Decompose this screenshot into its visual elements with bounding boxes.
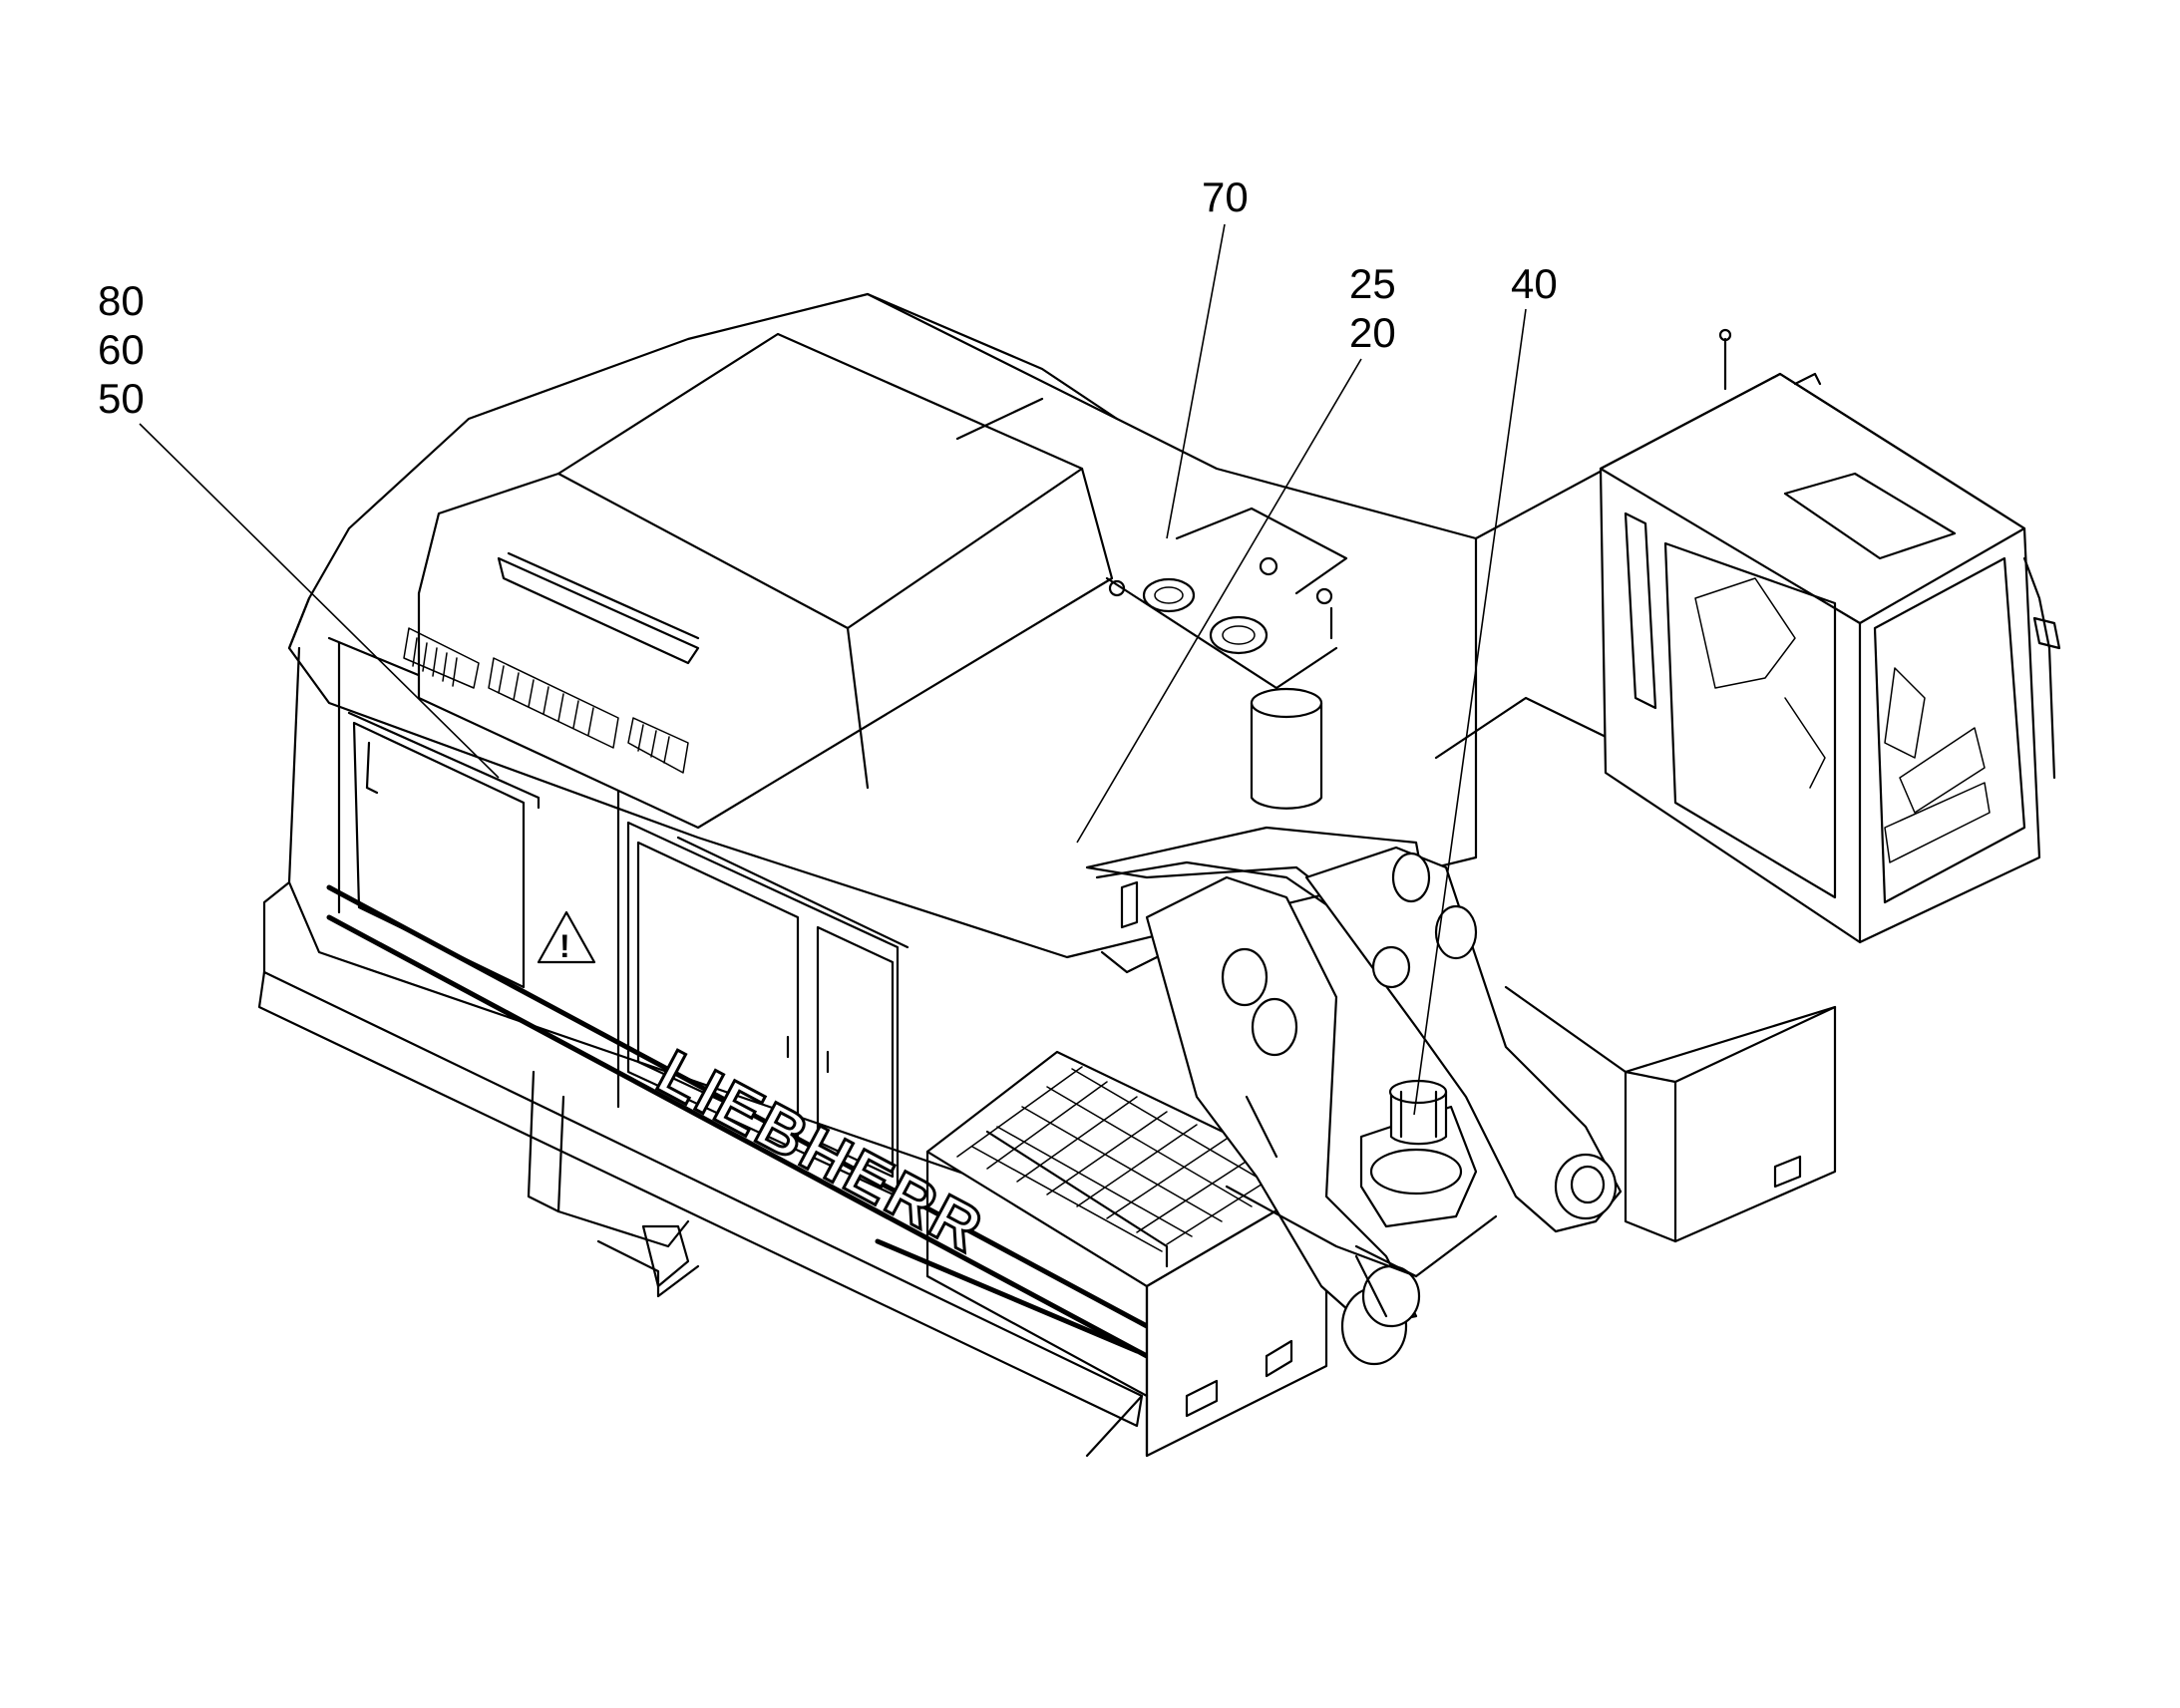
boom-mount-frame (1085, 826, 1623, 1366)
callout-25: 25 (1349, 260, 1396, 307)
access-steps (527, 1070, 700, 1298)
tank-caps (1105, 507, 1348, 810)
svg-text:!: ! (559, 928, 570, 964)
callout-80: 80 (98, 277, 145, 324)
callouts: 70 25 20 40 80 60 50 (98, 173, 1558, 422)
right-deck (1434, 467, 1977, 1243)
operator-cab (1599, 328, 2061, 944)
leader-lines (139, 223, 1527, 1116)
leader-70 (1166, 223, 1226, 539)
walkway (257, 970, 1144, 1458)
callout-20: 20 (1349, 309, 1396, 356)
callout-60: 60 (98, 326, 145, 373)
engine-cover (417, 292, 1119, 830)
callout-70: 70 (1202, 173, 1249, 220)
body-stripes (326, 884, 1150, 1359)
callout-50: 50 (98, 375, 145, 422)
leader-40 (1413, 308, 1527, 1116)
vent-grilles (403, 627, 689, 774)
leader-80-60-50 (139, 423, 500, 779)
small-fittings (1100, 880, 1159, 974)
leader-25-20 (1076, 358, 1362, 844)
swivel-joint (1225, 1079, 1498, 1278)
callout-40: 40 (1511, 260, 1558, 307)
battery-box (925, 1050, 1328, 1458)
